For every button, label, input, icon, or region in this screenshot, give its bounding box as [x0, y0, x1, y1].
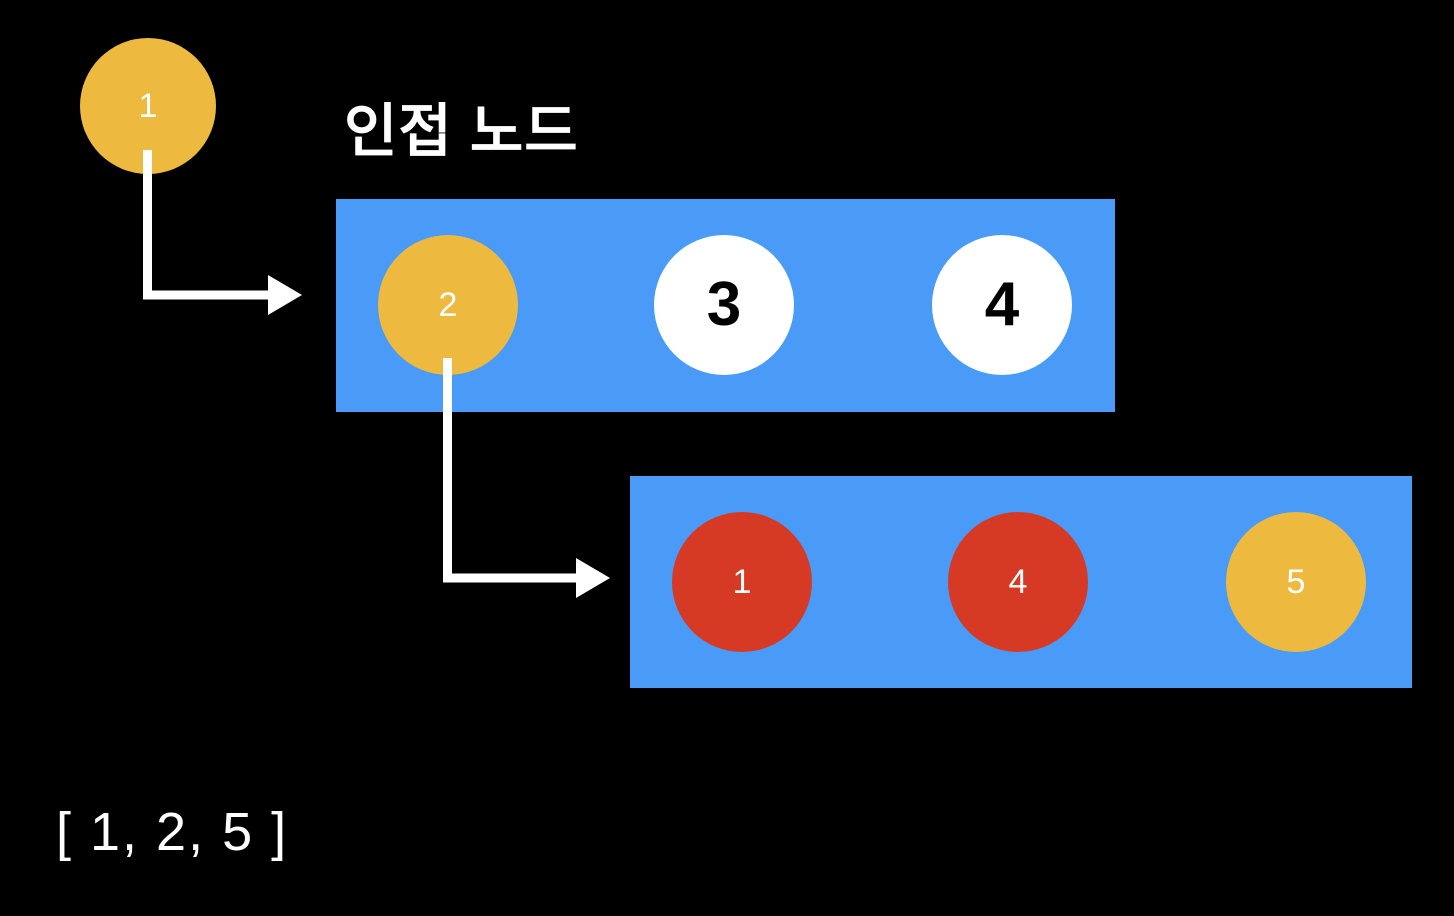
graph-node-label: 3 — [706, 270, 742, 339]
list-1-node-0[interactable]: 2 — [378, 235, 518, 375]
graph-node-label: 2 — [438, 286, 458, 324]
adjacency-list-1: 2 3 4 — [336, 199, 1115, 412]
adjacency-list-2: 1 4 5 — [630, 476, 1412, 688]
list-1-node-1[interactable]: 3 — [654, 235, 794, 375]
graph-node-label: 4 — [984, 270, 1020, 339]
list-2-node-0[interactable]: 1 — [672, 512, 812, 652]
connector-node1-to-list1 — [143, 150, 302, 315]
graph-node-label: 4 — [1008, 563, 1028, 601]
graph-node-label: 1 — [138, 87, 158, 125]
list-2-node-1[interactable]: 4 — [948, 512, 1088, 652]
graph-node-label: 5 — [1286, 563, 1306, 601]
list-1-node-2[interactable]: 4 — [932, 235, 1072, 375]
result-array-text: [ 1, 2, 5 ] — [56, 802, 289, 862]
graph-node-label: 1 — [732, 563, 752, 601]
graph-node-current[interactable]: 1 — [80, 38, 216, 174]
list-2-node-2[interactable]: 5 — [1226, 512, 1366, 652]
page-title: 인접 노드 — [344, 99, 579, 164]
